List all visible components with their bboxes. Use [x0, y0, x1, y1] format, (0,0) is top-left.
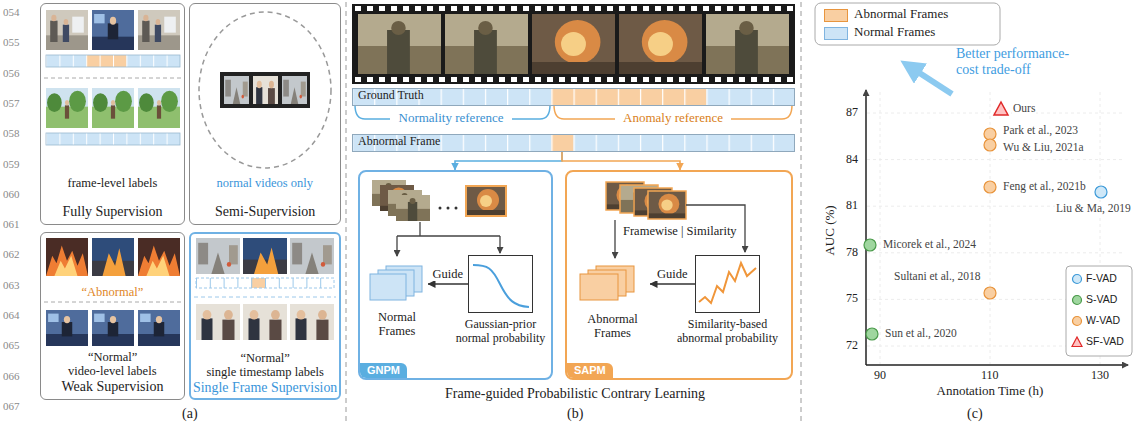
- tick-label: 81: [846, 199, 858, 213]
- curve-box: Gaussian-prior normal probability: [468, 255, 533, 313]
- legend-text: F-VAD: [1086, 272, 1117, 284]
- legend-text: S-VAD: [1086, 293, 1117, 305]
- point-label: Ours: [1012, 102, 1036, 115]
- node-text: “Normal”: [88, 350, 137, 364]
- legend-marker: [1071, 294, 1083, 306]
- frame-stack: Normal Frames: [366, 258, 428, 348]
- line-number: 055: [3, 36, 20, 49]
- connector: [455, 152, 562, 170]
- label-band: Abnormal Frame: [352, 134, 795, 152]
- legend-swatch: [824, 27, 848, 40]
- node-text: video-level labels: [68, 364, 157, 378]
- node-text: “Abnormal”: [82, 285, 144, 299]
- edge-label: Guide: [655, 267, 690, 281]
- module-tag: SAPM: [567, 363, 613, 378]
- axis-title: AUC (%): [823, 205, 838, 255]
- supervision-panel: frame-level labelsFully Supervision: [40, 3, 185, 225]
- node-text: frame-level labels: [68, 176, 158, 190]
- line-number: 058: [3, 127, 20, 140]
- node-text: single timestamp labels: [207, 365, 324, 379]
- panel-caption: Frame-guided Probabilistic Contrary Lear…: [445, 386, 705, 402]
- edge-label: Guide: [431, 267, 466, 281]
- supervision-panel: normal videos onlySemi-Supervision: [189, 3, 341, 225]
- panel-title: Weak Supervision: [62, 379, 164, 395]
- line-number: 057: [3, 97, 20, 110]
- label-band: Ground Truth: [352, 88, 795, 106]
- legend-text: Normal Frames: [854, 25, 935, 40]
- bracket-label: Anomaly reference: [623, 111, 723, 126]
- annotation: Better performance-cost trade-off: [956, 46, 1078, 78]
- node-text: Abnormal Frame: [358, 135, 440, 149]
- panel-tag: (b): [567, 406, 583, 422]
- legend-marker: [1071, 336, 1083, 348]
- panel-title: Single Frame Supervision: [193, 380, 337, 396]
- point-label: Liu & Ma, 2019: [1055, 202, 1132, 215]
- panel-title: Fully Supervision: [63, 204, 163, 220]
- connector: [562, 152, 680, 170]
- tick-label: 84: [846, 153, 858, 167]
- tick-label: 87: [846, 106, 858, 120]
- node-text: Normal Frames: [366, 310, 428, 339]
- point-label: Wu & Liu, 2021a: [1002, 141, 1085, 154]
- node-text: Abnormal Frames: [575, 312, 650, 341]
- connector: [650, 283, 695, 285]
- legend-marker: [1071, 315, 1083, 327]
- frame-stack: Abnormal Frames: [575, 262, 650, 352]
- node-text: Ground Truth: [358, 89, 424, 103]
- line-number: 066: [3, 370, 20, 383]
- legend-marker: [1071, 273, 1083, 285]
- line-number: 063: [3, 279, 20, 292]
- tick-label: 75: [846, 292, 858, 306]
- legend-swatch: [824, 9, 848, 22]
- point-label: Feng et al., 2021b: [1002, 180, 1087, 193]
- tick-label: 72: [846, 339, 858, 353]
- tick-label: 78: [846, 246, 858, 260]
- line-number: 065: [3, 339, 20, 352]
- module-tag: GNPM: [360, 363, 407, 378]
- axis-title: Annotation Time (h): [937, 384, 1044, 399]
- point-label: Sun et al., 2020: [884, 327, 958, 340]
- panel-title: Semi-Supervision: [215, 204, 315, 220]
- legend-text: SF-VAD: [1086, 335, 1124, 347]
- node-text: Gaussian-prior normal probability: [451, 318, 551, 346]
- line-number: 054: [3, 6, 20, 19]
- tick-label: 110: [981, 369, 999, 383]
- point-label: Sultani et al., 2018: [893, 270, 982, 283]
- supervision-panel: “Abnormal” “Normal”video-level labelsWeak…: [40, 232, 185, 400]
- panel-tag: (c): [967, 406, 983, 422]
- line-number: 059: [3, 158, 20, 171]
- bracket-label: Normality reference: [399, 111, 504, 126]
- line-number: 056: [3, 67, 20, 80]
- connector: [428, 283, 468, 285]
- legend-text: W-VAD: [1086, 314, 1120, 326]
- line-number: 064: [3, 309, 20, 322]
- node-text: Similarity-based abnormal probability: [670, 318, 786, 346]
- line-number: 060: [3, 188, 20, 201]
- panel-tag: (a): [182, 406, 198, 422]
- line-number: 061: [3, 218, 20, 231]
- legend-text: Abnormal Frames: [854, 7, 948, 22]
- line-number: 067: [3, 400, 20, 413]
- node-text: normal videos only: [217, 176, 314, 190]
- curve-box: Similarity-based abnormal probability: [695, 255, 760, 313]
- branch-label: Framewise | Similarity: [623, 224, 737, 238]
- supervision-panel: “Normal”single timestamp labelsSingle Fr…: [189, 232, 341, 400]
- tick-label: 90: [874, 369, 886, 383]
- node-text: “Normal”: [241, 351, 290, 365]
- point-label: Park et al., 2023: [1002, 124, 1079, 137]
- point-label: Micorek et al., 2024: [882, 238, 977, 251]
- tick-label: 130: [1091, 369, 1109, 383]
- line-number: 062: [3, 248, 20, 261]
